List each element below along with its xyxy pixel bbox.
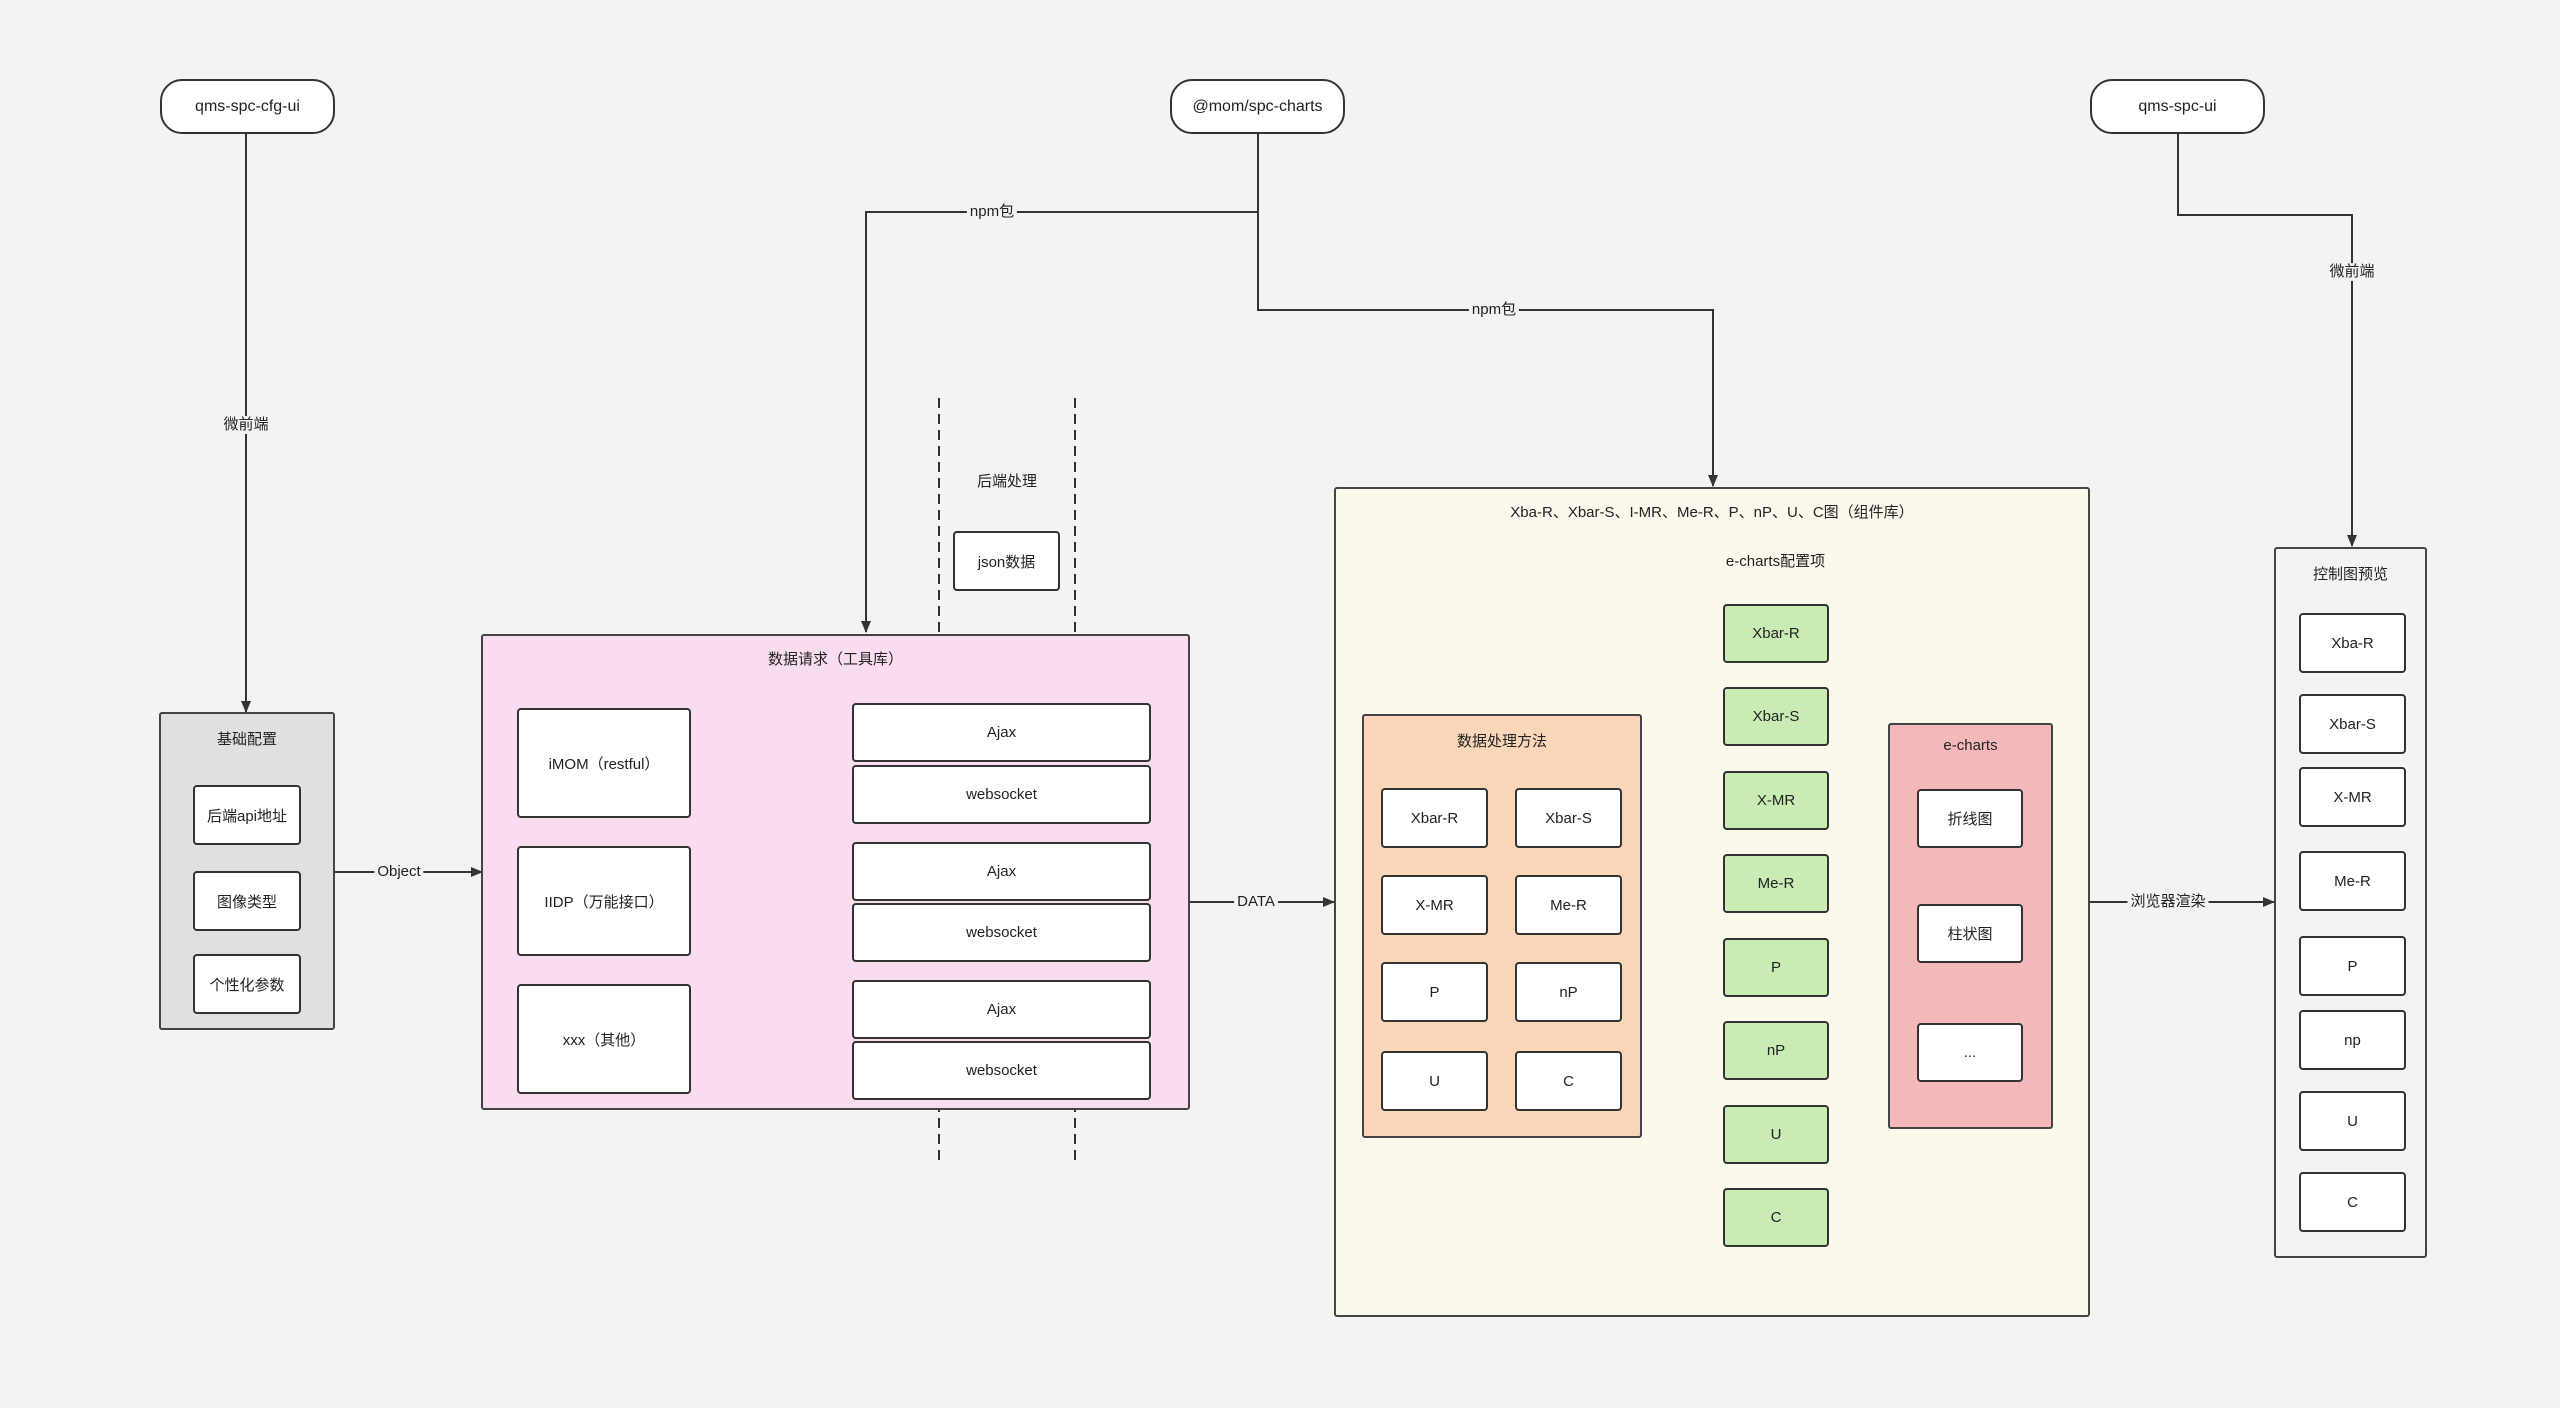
processing-p: P [1381, 962, 1488, 1022]
backend-title: 后端处理 [976, 473, 1037, 490]
preview-me-r: Me-R [2299, 851, 2406, 911]
processing-methods-title: 数据处理方法 [1456, 733, 1547, 750]
edge-label-data: DATA [1234, 893, 1278, 911]
processing-x-mr: X-MR [1381, 875, 1488, 935]
preview-x-mr: X-MR [2299, 767, 2406, 827]
method-imom-ajax: Ajax [852, 703, 1151, 762]
config-x-mr: X-MR [1723, 771, 1829, 830]
preview-p: P [2299, 936, 2406, 996]
edge-label-micro-frontend-left: 微前端 [220, 416, 272, 434]
data-request-title: 数据请求（工具库） [767, 651, 903, 668]
processing-xbar-r: Xbar-R [1381, 788, 1488, 848]
edge-charts-to-lib [1257, 212, 1718, 487]
component-library-title: Xba-R、Xbar-S、I-MR、Me-R、P、nP、U、C图（组件库） [1510, 504, 1914, 521]
processing-u: U [1381, 1051, 1488, 1111]
edge-label-browser-render: 浏览器渲染 [2127, 893, 2209, 911]
preview-u: U [2299, 1091, 2406, 1151]
source-xxx: xxx（其他） [517, 984, 691, 1094]
base-config-item-api: 后端api地址 [193, 785, 301, 845]
package-mom-spc-charts: @mom/spc-charts [1170, 79, 1345, 134]
method-iidp-ajax: Ajax [852, 842, 1151, 901]
config-xbar-s: Xbar-S [1723, 687, 1829, 746]
config-me-r: Me-R [1723, 854, 1829, 913]
config-c: C [1723, 1188, 1829, 1247]
edge-charts-to-request [861, 134, 1259, 633]
method-iidp-websocket: websocket [852, 903, 1151, 962]
processing-c: C [1515, 1051, 1622, 1111]
method-xxx-websocket: websocket [852, 1041, 1151, 1100]
package-qms-spc-ui: qms-spc-ui [2090, 79, 2265, 134]
base-config-item-params: 个性化参数 [193, 954, 301, 1014]
method-xxx-ajax: Ajax [852, 980, 1151, 1039]
preview-xba-r: Xba-R [2299, 613, 2406, 673]
source-iidp: IIDP（万能接口） [517, 846, 691, 956]
base-config-title: 基础配置 [216, 731, 277, 748]
echarts-bar-chart: 柱状图 [1917, 904, 2023, 963]
preview-c: C [2299, 1172, 2406, 1232]
preview-np: np [2299, 1010, 2406, 1070]
echarts-more: ... [1917, 1023, 2023, 1082]
config-p: P [1723, 938, 1829, 997]
config-np: nP [1723, 1021, 1829, 1080]
edge-label-micro-frontend-right: 微前端 [2326, 263, 2378, 281]
package-qms-spc-cfg-ui: qms-spc-cfg-ui [160, 79, 335, 134]
source-imom: iMOM（restful） [517, 708, 691, 818]
edge-label-npm-left: npm包 [966, 203, 1018, 221]
processing-np: nP [1515, 962, 1622, 1022]
preview-title: 控制图预览 [2312, 566, 2388, 583]
edge-ui-to-preview [2177, 134, 2357, 547]
echarts-title: e-charts [1943, 737, 1998, 754]
config-u: U [1723, 1105, 1829, 1164]
edge-label-object: Object [374, 863, 424, 881]
echarts-config-title: e-charts配置项 [1696, 550, 1855, 571]
edge-label-npm-right: npm包 [1468, 301, 1520, 319]
base-config-item-chart-type: 图像类型 [193, 871, 301, 931]
echarts-line-chart: 折线图 [1917, 789, 2023, 848]
config-xbar-r: Xbar-R [1723, 604, 1829, 663]
processing-me-r: Me-R [1515, 875, 1622, 935]
method-imom-websocket: websocket [852, 765, 1151, 824]
preview-xbar-s: Xbar-S [2299, 694, 2406, 754]
backend-json-data: json数据 [953, 531, 1060, 591]
processing-xbar-s: Xbar-S [1515, 788, 1622, 848]
